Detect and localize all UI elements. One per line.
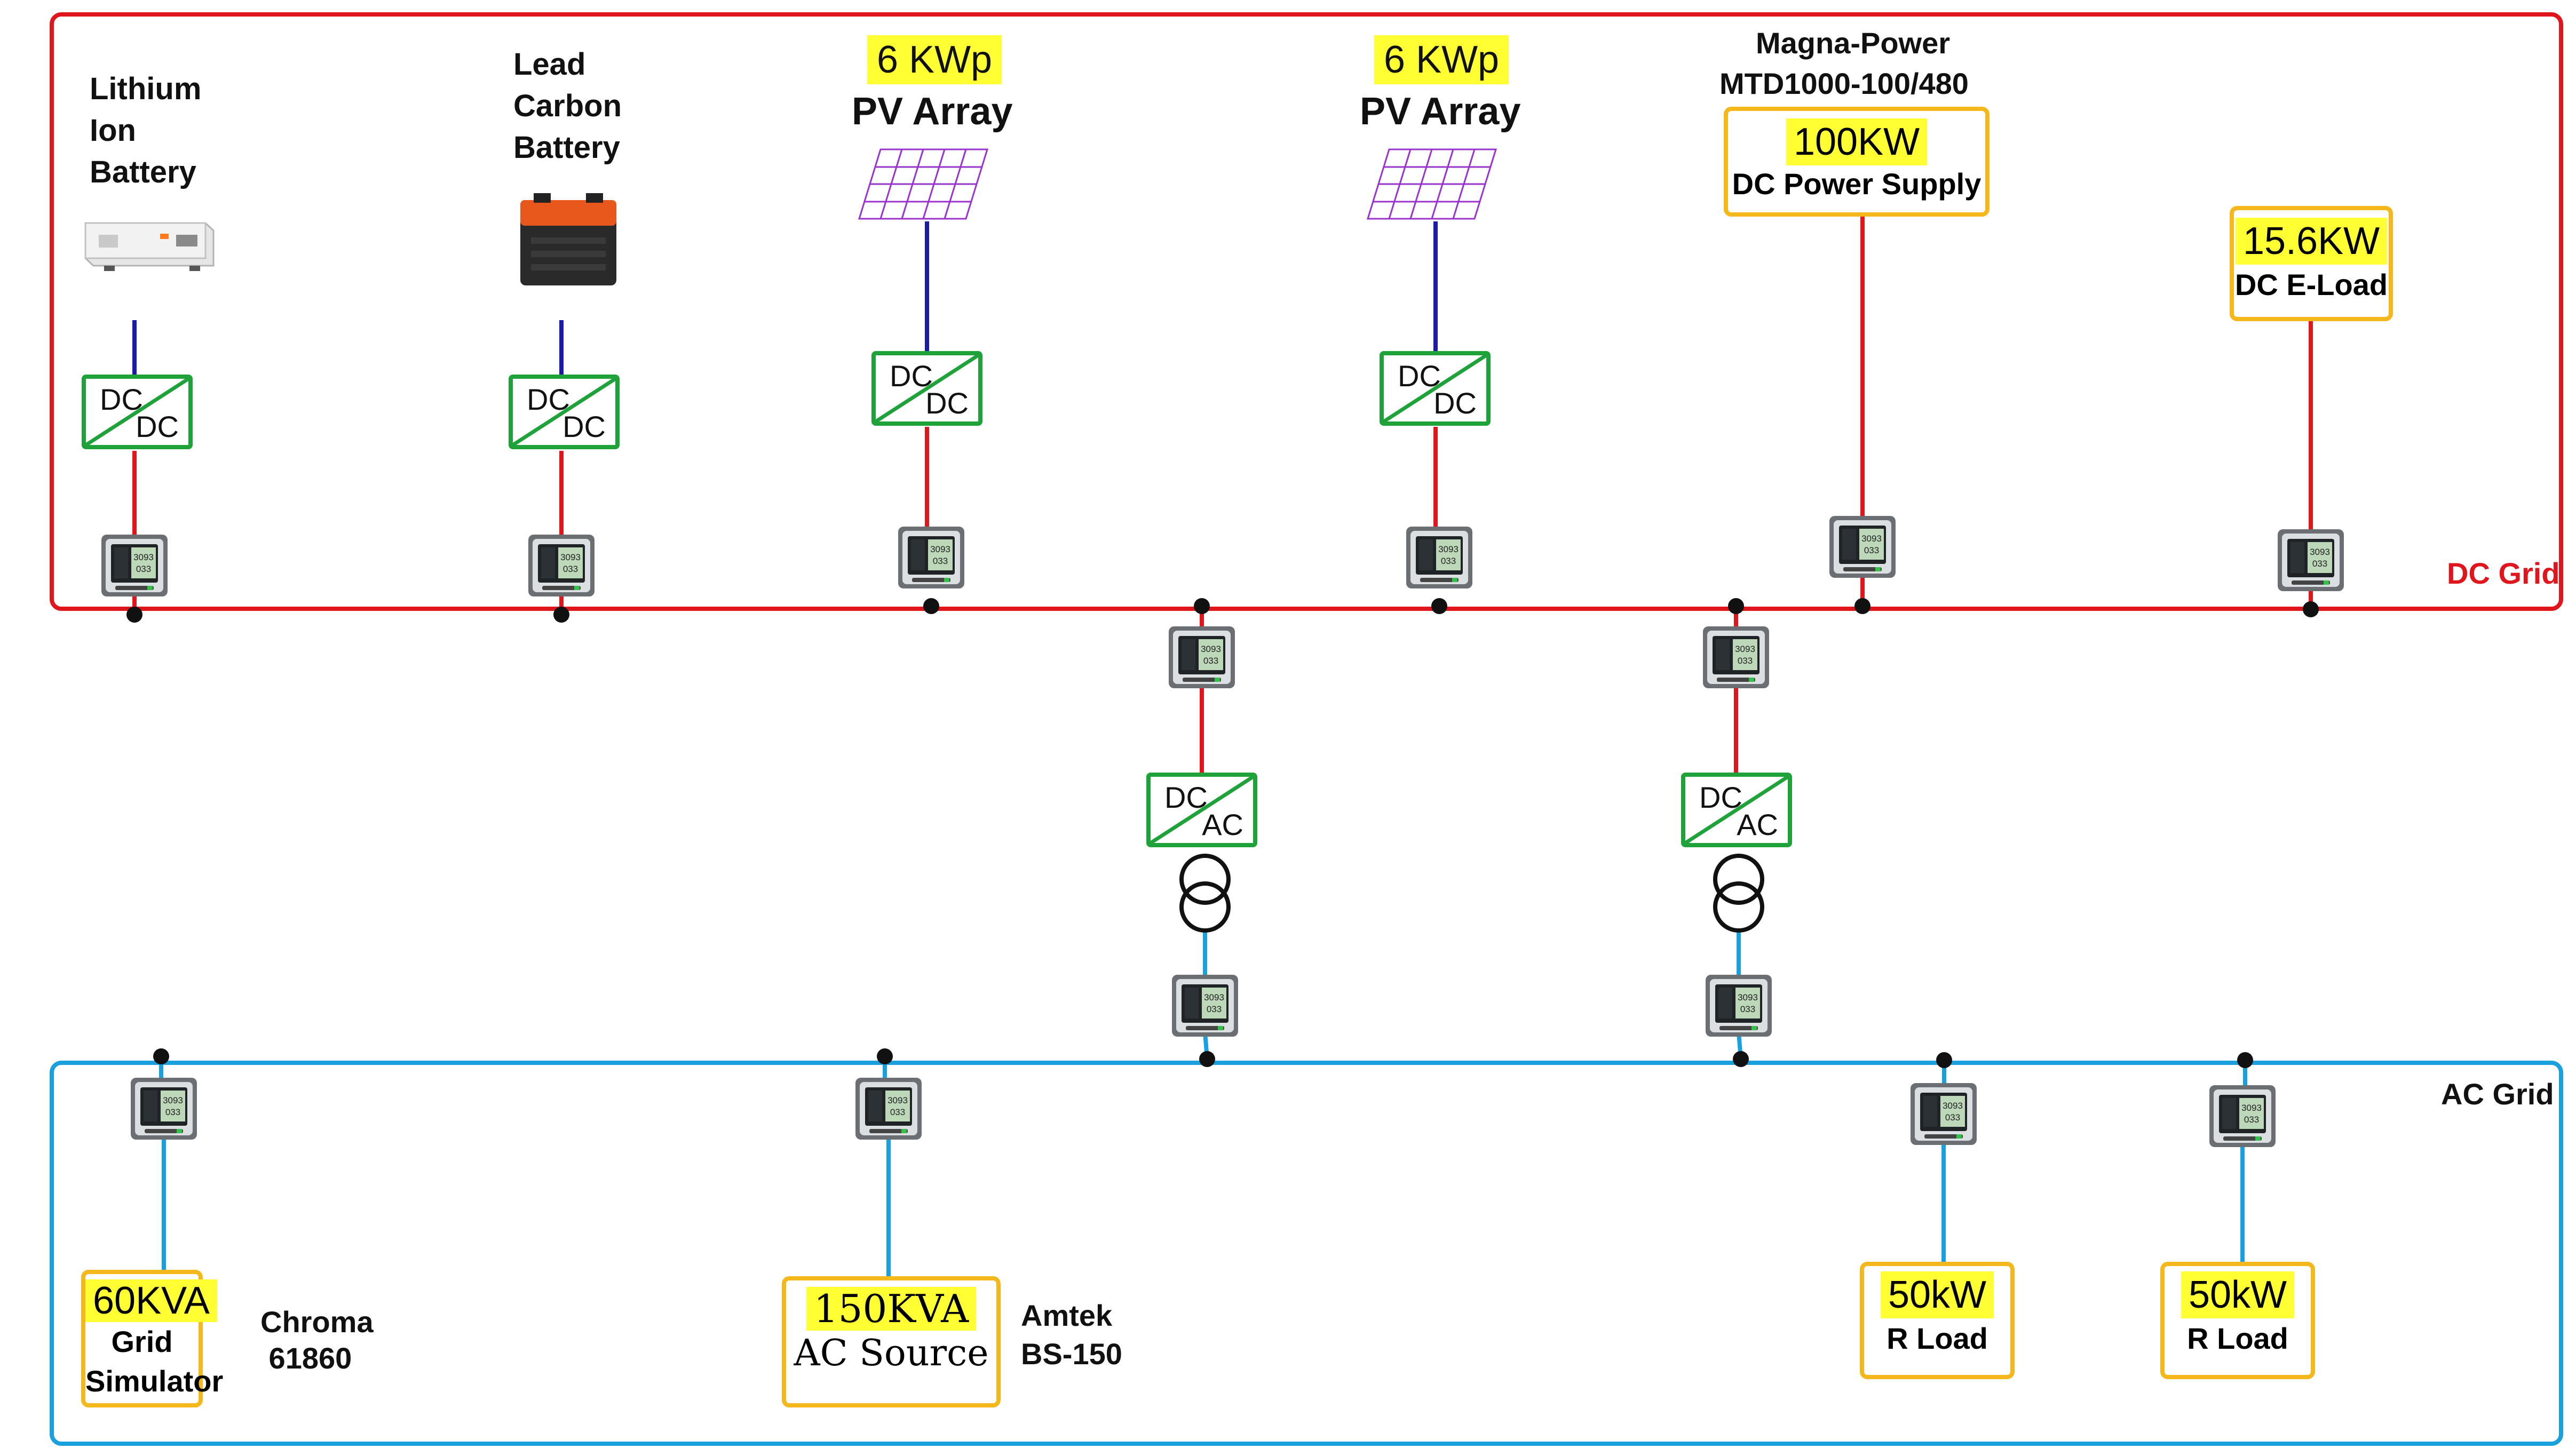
- dc-eload-box: 15.6KW DC E-Load: [2230, 206, 2393, 321]
- inverter-output-label: AC: [1737, 808, 1778, 841]
- power-meter-icon: [1406, 527, 1472, 588]
- r-load-1-box: 50kW R Load: [1860, 1262, 2015, 1379]
- psu-rating: 100KW: [1786, 118, 1928, 165]
- dc-grid-label: DC Grid: [2447, 556, 2560, 590]
- inverter-output-label: AC: [1202, 808, 1243, 841]
- lead-carbon-battery-label: Lead Carbon Battery: [513, 47, 622, 165]
- psu-maker: Magna-Power: [1756, 26, 1951, 60]
- psu-model: MTD1000-100/480: [1719, 67, 1969, 100]
- transformer-icon: [1179, 854, 1764, 933]
- converter-output-label: DC: [1433, 386, 1477, 420]
- lead-carbon-battery-icon: [520, 193, 616, 285]
- power-meter-icon: [1829, 516, 1896, 578]
- pv1-title: PV Array: [852, 90, 1013, 133]
- pv1-rating: 6 KWp: [867, 35, 1002, 84]
- acsource-maker: Amtek BS-150: [1021, 1299, 1122, 1371]
- converter-input-label: DC: [1398, 359, 1441, 393]
- rload1-title: R Load: [1887, 1322, 1988, 1355]
- junction-dots: [126, 598, 2319, 1068]
- inverter-input-label: DC: [1699, 781, 1742, 814]
- converter-output-label: DC: [925, 386, 969, 420]
- converter-input-label: DC: [890, 359, 933, 393]
- dc-dc-converter-pv1: DC DC: [871, 351, 982, 426]
- acsource-rating: 150KVA: [806, 1287, 977, 1331]
- power-meter-icon: [1172, 975, 1238, 1037]
- gridsim-rating: 60KVA: [85, 1279, 217, 1322]
- dc-wires: [132, 216, 2313, 615]
- power-meter-icon: [898, 527, 964, 588]
- inverter-input-label: DC: [1164, 781, 1208, 814]
- solar-panel-icon: [858, 148, 988, 220]
- lithium-battery-label: Lithium Ion Battery: [90, 71, 202, 189]
- converter-input-label: DC: [100, 383, 143, 416]
- r-load-2-box: 50kW R Load: [2160, 1262, 2315, 1379]
- power-meter-icon: [101, 535, 168, 596]
- converter-output-label: DC: [562, 410, 606, 443]
- eload-rating: 15.6KW: [2235, 218, 2388, 265]
- power-meter-icon: [2209, 1085, 2276, 1147]
- power-meter-icon: [1706, 975, 1772, 1037]
- power-meter-icon: [1911, 1083, 1977, 1145]
- rload2-title: R Load: [2187, 1322, 2288, 1355]
- converter-input-label: DC: [527, 383, 570, 416]
- gridsim-maker: Chroma 61860: [260, 1305, 374, 1375]
- power-meter-icon: [131, 1078, 197, 1140]
- dc-power-supply-box: 100KW DC Power Supply: [1724, 107, 1990, 217]
- power-meter-icon: [528, 535, 595, 596]
- dc-dc-converter-pv2: DC DC: [1380, 351, 1491, 426]
- eload-title: DC E-Load: [2234, 268, 2388, 301]
- power-meter-icon: [855, 1078, 922, 1140]
- gridsim-title: Grid Simulator: [85, 1325, 224, 1398]
- pv2-title: PV Array: [1360, 90, 1521, 133]
- power-meter-icon: [2278, 529, 2344, 591]
- psu-title: DC Power Supply: [1732, 167, 1982, 201]
- grid-simulator-box: 60KVA Grid Simulator: [81, 1270, 224, 1407]
- dc-ac-inverter-2: DC AC: [1681, 773, 1792, 847]
- ac-source-box: 150KVA AC Source: [782, 1276, 1001, 1407]
- dc-dc-converter-li: DC DC: [82, 375, 193, 449]
- rack-battery-icon: [84, 222, 215, 271]
- power-meter-icon: [1169, 626, 1235, 688]
- ac-grid-frame: [50, 1061, 2563, 1446]
- converter-output-label: DC: [136, 410, 179, 443]
- ac-grid-label: AC Grid: [2441, 1077, 2554, 1111]
- dc-grid-frame: [50, 12, 2563, 611]
- rload2-rating: 50kW: [2181, 1271, 2295, 1318]
- acsource-title: AC Source: [794, 1332, 989, 1374]
- solar-panel-icon: [1367, 148, 1497, 220]
- dc-dc-converter-pb: DC DC: [509, 375, 620, 449]
- power-meter-icon: [1703, 626, 1769, 688]
- dc-ac-inverter-1: DC AC: [1146, 773, 1257, 847]
- rload1-rating: 50kW: [1880, 1271, 1994, 1318]
- pv2-rating: 6 KWp: [1374, 35, 1509, 84]
- interconnect-wires: [1200, 606, 1743, 1060]
